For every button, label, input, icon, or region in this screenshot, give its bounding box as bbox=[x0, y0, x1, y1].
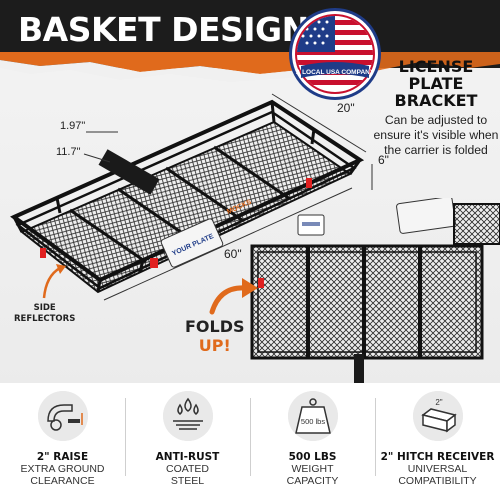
folds-up-arrow-icon bbox=[209, 278, 258, 315]
feature-anti-rust-sub2: STEEL bbox=[170, 475, 205, 487]
feature-raise-sub2: CLEARANCE bbox=[30, 475, 95, 487]
feature-weight: 500 lbs 500 LBS WEIGHT CAPACITY bbox=[250, 391, 375, 487]
plate-icon-small bbox=[297, 214, 325, 236]
feature-raise-title: 2" RAISE bbox=[36, 451, 89, 463]
folds-up-line1: FOLDS bbox=[185, 317, 245, 336]
folded-license-plate bbox=[396, 198, 456, 234]
license-plate: YOUR PLATE bbox=[160, 218, 224, 268]
dimension-width: 20" bbox=[337, 101, 355, 115]
water-drops-icon bbox=[162, 391, 213, 441]
feature-raise-sub1: EXTRA GROUND bbox=[20, 463, 105, 475]
feature-weight-title: 500 LBS bbox=[288, 451, 337, 463]
feature-hitch: 2" 2" HITCH RECEIVER UNIVERSAL COMPATIBI… bbox=[375, 391, 500, 487]
feature-raise: 2" RAISE EXTRA GROUND CLEARANCE bbox=[0, 391, 125, 487]
feature-hitch-sub1: UNIVERSAL bbox=[407, 463, 468, 475]
feature-divider bbox=[375, 398, 376, 476]
page-title: BASKET DESIGN bbox=[18, 10, 309, 49]
feature-divider bbox=[125, 398, 126, 476]
weight-icon: 500 lbs bbox=[287, 391, 338, 441]
basket-illustration: YOUR PLATE MOCKS bbox=[10, 93, 373, 301]
feature-weight-sub1: WEIGHT bbox=[291, 463, 334, 475]
hitch-icon-text: 2" bbox=[435, 398, 442, 407]
feature-weight-sub2: CAPACITY bbox=[286, 475, 339, 487]
side-reflectors-label: SIDE REFLECTORS bbox=[14, 303, 75, 325]
license-plate-title-line3: BRACKET bbox=[394, 91, 478, 110]
license-plate-title-line1: LICENSE bbox=[398, 57, 474, 76]
feature-anti-rust-sub1: COATED bbox=[166, 463, 209, 475]
feature-divider bbox=[250, 398, 251, 476]
folded-basket-illustration bbox=[250, 198, 500, 388]
badge-text: A LOCAL USA COMPANY bbox=[296, 69, 375, 76]
dimension-a: 1.97" bbox=[60, 120, 86, 132]
feature-hitch-sub2: COMPATIBILITY bbox=[398, 475, 477, 487]
side-reflectors-line2: REFLECTORS bbox=[14, 314, 76, 324]
dimension-length: 60" bbox=[224, 247, 242, 261]
dimension-height: 6" bbox=[378, 153, 389, 167]
side-reflectors-pointer-icon bbox=[42, 264, 66, 299]
weight-icon-text: 500 lbs bbox=[300, 417, 324, 426]
license-plate-description: Can be adjusted to ensure it's visible w… bbox=[373, 113, 499, 157]
folds-up-label: FOLDS UP! bbox=[185, 317, 245, 355]
license-plate-title-line2: PLATE bbox=[408, 74, 464, 93]
usa-company-badge: A LOCAL USA COMPANY bbox=[289, 8, 381, 100]
side-reflectors-line1: SIDE bbox=[33, 303, 56, 313]
feature-anti-rust-title: ANTI-RUST bbox=[155, 451, 220, 463]
feature-anti-rust: ANTI-RUST COATED STEEL bbox=[125, 391, 250, 487]
dimension-b: 11.7" bbox=[56, 146, 81, 158]
side-reflector bbox=[40, 248, 46, 258]
folds-up-line2: UP! bbox=[198, 336, 231, 355]
feature-hitch-title: 2" HITCH RECEIVER bbox=[380, 451, 495, 463]
hitch-tube-icon: 2" bbox=[412, 391, 463, 441]
license-plate-bracket-callout: LICENSE PLATE BRACKET Can be adjusted to… bbox=[372, 58, 500, 158]
raise-icon bbox=[37, 391, 88, 441]
